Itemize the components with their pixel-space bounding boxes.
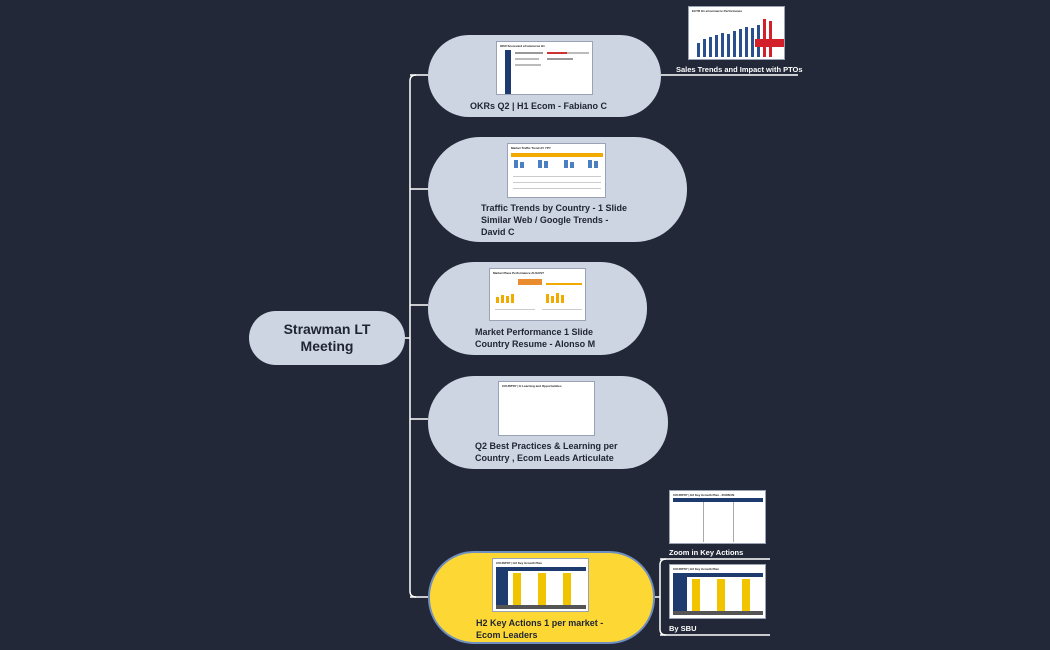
- best-practices-thumb-title: COUNTRY | H Learning and Opportunities: [502, 384, 562, 388]
- by-sbu-slide-thumbnail[interactable]: COUNTRY | H2 Key Growth Plan: [669, 564, 766, 619]
- best-practices-label-line2: Country , Ecom Leads Articulate: [475, 453, 614, 463]
- root-label-line2: Meeting: [300, 338, 354, 354]
- best-practices-label-line1: Q2 Best Practices & Learning per: [475, 441, 618, 451]
- traffic-label-line1: Traffic Trends by Country - 1 Slide: [481, 203, 628, 213]
- zoom-in-thumb-title: COUNTRY | H2 Key Growth Plan - ZOOM IN: [673, 493, 735, 497]
- best-practices-label: Q2 Best Practices & Learning per Country…: [475, 440, 618, 464]
- market-label-line1: Market Performance 1 Slide: [475, 327, 594, 337]
- best-practices-slide-thumbnail: COUNTRY | H Learning and Opportunities: [498, 381, 595, 436]
- sales-trends-label[interactable]: Sales Trends and Impact with PTOs: [676, 65, 803, 74]
- traffic-thumb-title: Market Traffic Trend AY YPY: [511, 146, 551, 150]
- market-label-line2: Country Resume - Alonso M: [475, 339, 596, 349]
- key-actions-slide-thumbnail: COUNTRY | H2 Key Growth Plan: [492, 558, 589, 612]
- branch-okrs[interactable]: OKR Scorecard eCommerce H1 OKRs Q2 | H1 …: [428, 35, 661, 117]
- sales-trends-thumb-title: ECTR H1 eCommerce Performance: [692, 9, 743, 13]
- zoom-in-slide-thumbnail[interactable]: COUNTRY | H2 Key Growth Plan - ZOOM IN: [669, 490, 766, 544]
- branch-market-performance[interactable]: Market Place Performance AUGUST Market P…: [428, 262, 647, 355]
- traffic-label-line3: David C: [481, 227, 515, 237]
- key-actions-thumb-title: COUNTRY | H2 Key Growth Plan: [496, 561, 542, 565]
- market-label: Market Performance 1 Slide Country Resum…: [475, 326, 595, 350]
- root-node[interactable]: Strawman LT Meeting: [249, 311, 405, 365]
- by-sbu-thumb-title: COUNTRY | H2 Key Growth Plan: [673, 567, 719, 571]
- sales-trends-slide-thumbnail[interactable]: ECTR H1 eCommerce Performance: [688, 6, 785, 60]
- branch-traffic-trends[interactable]: Market Traffic Trend AY YPY Traffic Tren…: [428, 137, 687, 242]
- branch-best-practices[interactable]: COUNTRY | H Learning and Opportunities Q…: [428, 376, 668, 469]
- root-label-line1: Strawman LT: [283, 321, 371, 337]
- key-actions-label: H2 Key Actions 1 per market - Ecom Leade…: [476, 617, 603, 641]
- zoom-in-label[interactable]: Zoom in Key Actions: [669, 548, 744, 557]
- traffic-label: Traffic Trends by Country - 1 Slide Simi…: [481, 202, 627, 238]
- branch-h2-key-actions[interactable]: COUNTRY | H2 Key Growth Plan H2 Key Acti…: [428, 551, 655, 644]
- okrs-label: OKRs Q2 | H1 Ecom - Fabiano C: [470, 101, 608, 111]
- market-thumb-title: Market Place Performance AUGUST: [493, 271, 544, 275]
- traffic-label-line2: Similar Web / Google Trends -: [481, 215, 609, 225]
- key-actions-label-line1: H2 Key Actions 1 per market -: [476, 618, 604, 628]
- okrs-thumb-title: OKR Scorecard eCommerce H1: [500, 44, 545, 48]
- traffic-slide-thumbnail: Market Traffic Trend AY YPY: [507, 143, 606, 198]
- by-sbu-label[interactable]: By SBU: [669, 624, 697, 633]
- key-actions-label-line2: Ecom Leaders: [476, 630, 538, 640]
- market-slide-thumbnail: Market Place Performance AUGUST: [489, 268, 586, 321]
- okrs-slide-thumbnail: OKR Scorecard eCommerce H1: [496, 41, 593, 95]
